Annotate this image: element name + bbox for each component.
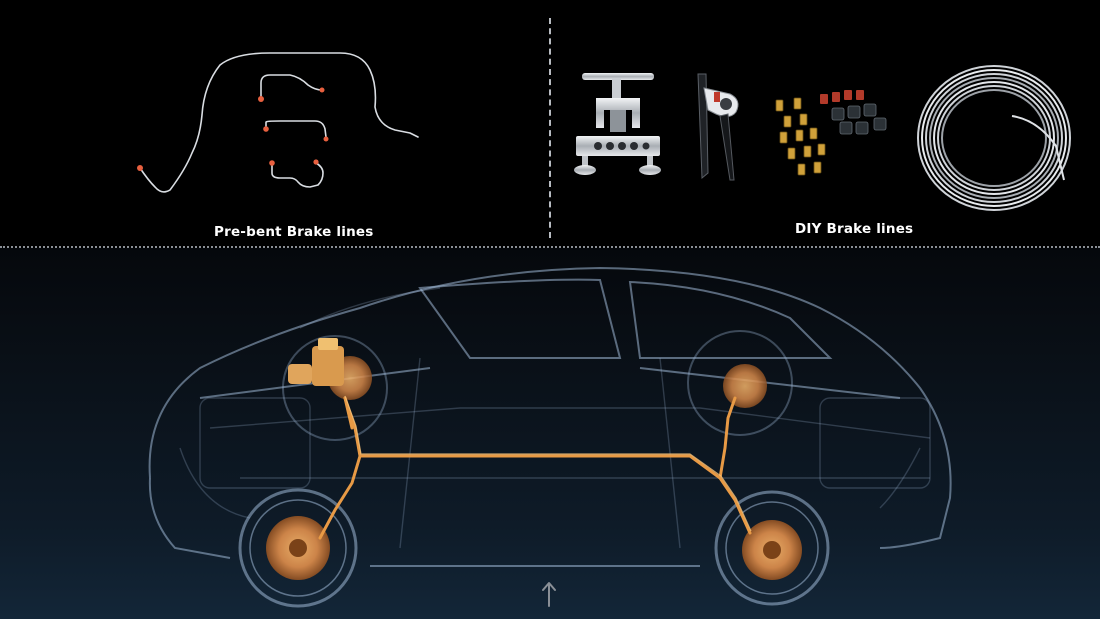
brake-line-coil-icon — [917, 65, 1071, 211]
car-xray-illustration — [148, 266, 952, 608]
tube-bender-icon — [697, 73, 739, 181]
bottom-section — [0, 248, 1100, 619]
prebent-caption: Pre-bent Brake lines — [214, 224, 374, 240]
horizontal-divider — [0, 246, 1100, 248]
vertical-divider — [549, 18, 551, 238]
diy-caption: DIY Brake lines — [795, 221, 914, 237]
brake-fittings-icon — [775, 90, 887, 176]
up-arrow-icon — [542, 582, 556, 607]
prebent-brake-lines-icon — [137, 52, 419, 193]
flaring-tool-icon — [574, 73, 661, 175]
